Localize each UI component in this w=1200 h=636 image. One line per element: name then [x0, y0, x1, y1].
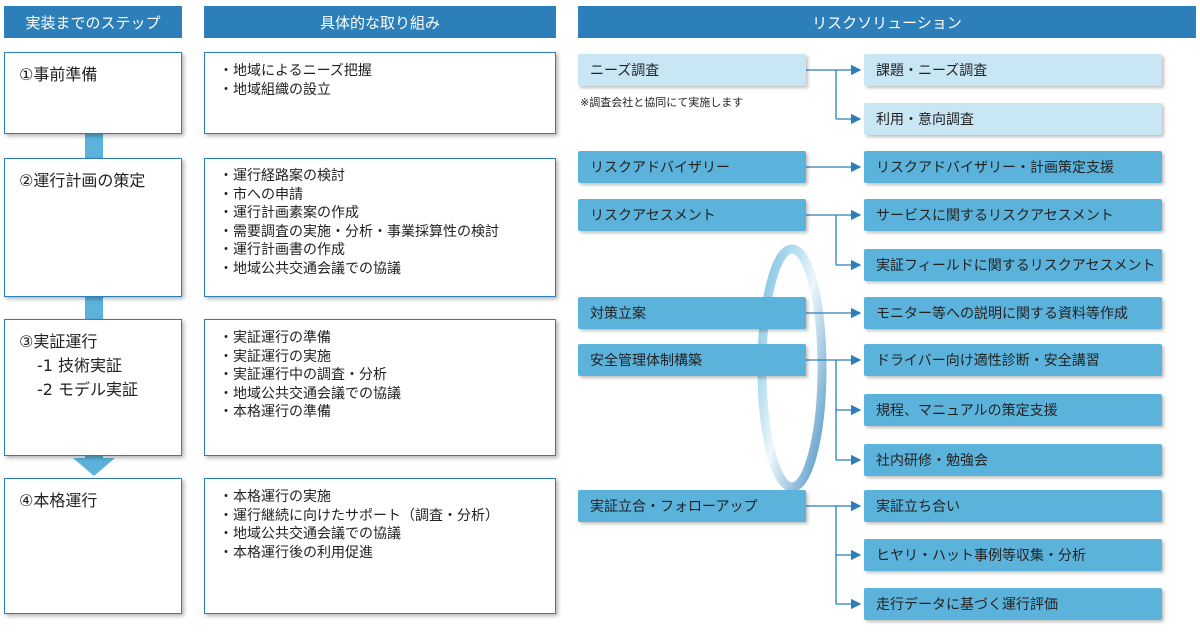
solution-item: 規程、マニュアルの策定支援 — [864, 394, 1162, 426]
header-steps: 実装までのステップ — [4, 6, 182, 38]
solution-item: 利用・意向調査 — [864, 103, 1162, 135]
solution-item: 社内研修・勉強会 — [864, 444, 1162, 476]
step-sub: -2 モデル実証 — [37, 380, 139, 399]
action-item: ・運行経路案の検討 — [219, 168, 345, 184]
action-item: ・地域公共交通会議での協議 — [219, 385, 401, 402]
risk-item-assessment: リスクアセスメント — [578, 199, 806, 231]
risk-item-advisory: リスクアドバイザリー — [578, 151, 806, 183]
step-box-2: ②運行計画の策定 — [4, 158, 182, 297]
solution-item: 実証フィールドに関するリスクアセスメント — [864, 249, 1162, 281]
step-box-4: ④本格運行 — [4, 478, 182, 614]
action-item: ・本格運行後の利用促進 — [219, 544, 373, 561]
step-box-1: ①事前準備 — [4, 52, 182, 134]
action-item: ・本格運行の準備 — [219, 404, 331, 420]
step-title: ③実証運行 — [19, 332, 98, 351]
action-box-2: ・運行経路案の検討 ・市への申請 ・運行計画素案の作成 ・需要調査の実施・分析・… — [204, 158, 556, 297]
solution-item: モニター等への説明に関する資料等作成 — [864, 297, 1162, 329]
solution-item: サービスに関するリスクアセスメント — [864, 199, 1162, 231]
action-item: ・地域によるニーズ把握 — [219, 63, 372, 79]
action-item: ・本格運行の実施 — [219, 489, 331, 505]
action-item: ・地域公共交通会議での協議 — [219, 526, 401, 542]
action-item: ・地域組織の設立 — [219, 81, 331, 98]
header-solutions: リスクソリューション — [578, 6, 1196, 38]
step-title: ②運行計画の策定 — [19, 171, 146, 190]
action-box-4: ・本格運行の実施 ・運行継続に向けたサポート（調査・分析） ・地域公共交通会議で… — [204, 478, 556, 614]
solution-item: 課題・ニーズ調査 — [864, 54, 1162, 86]
action-item: ・運行計画素案の作成 — [219, 205, 359, 221]
step-title: ①事前準備 — [19, 65, 98, 84]
action-item: ・運行継続に向けたサポート（調査・分析） — [219, 507, 499, 524]
action-box-3: ・実証運行の準備 ・実証運行の実施 ・実証運行中の調査・分析 ・地域公共交通会議… — [204, 319, 556, 456]
risk-item-needs-survey: ニーズ調査 — [578, 54, 806, 86]
note-text: ※調査会社と協同にて実施します — [580, 96, 744, 109]
risk-item-followup: 実証立合・フォローアップ — [578, 490, 806, 522]
solution-item: 走行データに基づく運行評価 — [864, 588, 1162, 620]
action-item: ・地域公共交通会議での協議 — [219, 260, 401, 277]
step-box-3: ③実証運行 -1 技術実証 -2 モデル実証 — [4, 319, 182, 456]
solution-item: リスクアドバイザリー・計画策定支援 — [864, 151, 1162, 183]
action-box-1: ・地域によるニーズ把握 ・地域組織の設立 — [204, 52, 556, 134]
action-item: ・運行計画書の作成 — [219, 242, 345, 258]
step-title: ④本格運行 — [19, 491, 98, 510]
solution-item: ドライバー向け適性診断・安全講習 — [864, 344, 1162, 376]
step-sub: -1 技術実証 — [37, 356, 123, 375]
header-actions: 具体的な取り組み — [204, 6, 556, 38]
action-item: ・需要調査の実施・分析・事業採算性の検討 — [219, 223, 499, 240]
action-item: ・実証運行の準備 — [219, 330, 331, 346]
action-item: ・実証運行中の調査・分析 — [219, 367, 387, 383]
action-item: ・実証運行の実施 — [219, 348, 331, 365]
step-connector — [85, 134, 103, 158]
solution-item: ヒヤリ・ハット事例等収集・分析 — [864, 539, 1162, 571]
step-arrow — [73, 458, 115, 476]
step-connector — [85, 297, 103, 319]
action-item: ・市への申請 — [219, 186, 303, 203]
risk-item-countermeasure: 対策立案 — [578, 297, 806, 329]
risk-item-safety-management: 安全管理体制構築 — [578, 344, 806, 376]
solution-item: 実証立ち合い — [864, 490, 1162, 522]
